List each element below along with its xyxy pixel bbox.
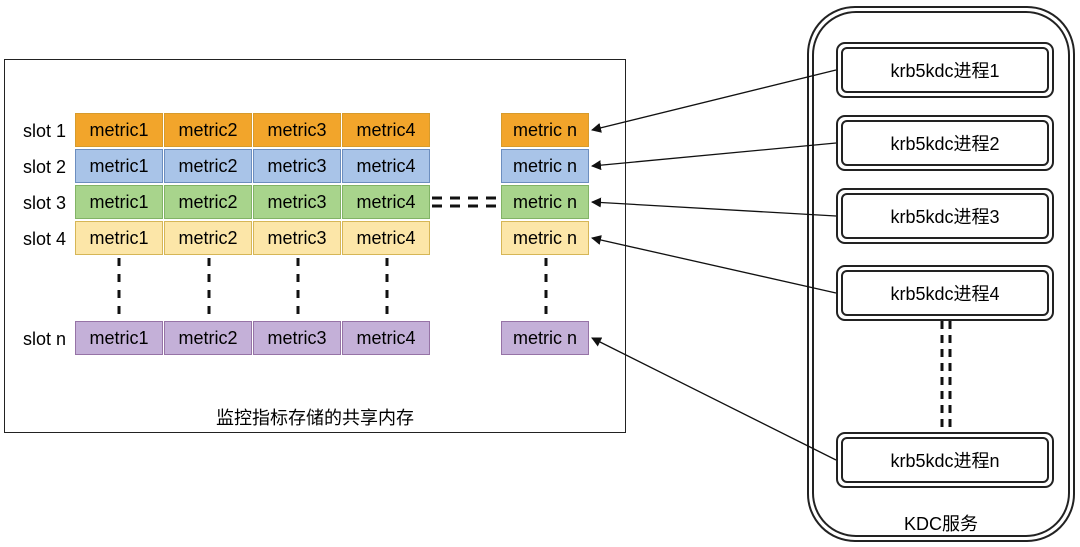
metric-cell: metric2: [164, 221, 252, 255]
process-to-metric-arrow: [591, 235, 837, 294]
kdc-process-box: krb5kdc进程n: [836, 432, 1054, 488]
metric-n-cell: metric n: [501, 185, 589, 219]
metric-cell: metric4: [342, 185, 430, 219]
metric-cell: metric3: [253, 221, 341, 255]
kdc-process-box: krb5kdc进程3: [836, 188, 1054, 244]
metric-cell: metric1: [75, 185, 163, 219]
metric-cell: metric4: [342, 113, 430, 147]
metric-cell: metric3: [253, 113, 341, 147]
metric-cell: metric4: [342, 321, 430, 355]
metric-n-cell: metric n: [501, 113, 589, 147]
metric-cell: metric3: [253, 149, 341, 183]
kdc-process-box: krb5kdc进程4: [836, 265, 1054, 321]
kdc-process-label: krb5kdc进程n: [841, 437, 1049, 483]
kdc-process-label: krb5kdc进程1: [841, 47, 1049, 93]
metric-cell: metric4: [342, 149, 430, 183]
metric-cell: metric2: [164, 113, 252, 147]
process-to-metric-arrow: [591, 197, 837, 217]
slot-label: slot 1: [22, 121, 66, 141]
kdc-process-label: krb5kdc进程2: [841, 120, 1049, 166]
shared-memory-caption: 监控指标存储的共享内存: [216, 408, 414, 428]
kdc-process-box: krb5kdc进程2: [836, 115, 1054, 171]
metric-cell: metric2: [164, 149, 252, 183]
slot-label: slot n: [22, 329, 66, 349]
metric-cell: metric1: [75, 221, 163, 255]
kdc-process-box: krb5kdc进程1: [836, 42, 1054, 98]
metric-cell: metric2: [164, 321, 252, 355]
slot-label: slot 3: [22, 193, 66, 213]
metric-n-cell: metric n: [501, 221, 589, 255]
process-to-metric-arrow: [591, 337, 837, 461]
slot-label: slot 4: [22, 229, 66, 249]
metric-cell: metric1: [75, 321, 163, 355]
metric-cell: metric3: [253, 321, 341, 355]
metric-n-cell: metric n: [501, 149, 589, 183]
kdc-service-label: KDC服务: [903, 514, 978, 534]
metric-cell: metric1: [75, 149, 163, 183]
kdc-service-inner-border: [812, 11, 1070, 537]
metric-cell: metric3: [253, 185, 341, 219]
kdc-service-outer-border: [807, 6, 1075, 542]
slot-label: slot 2: [22, 157, 66, 177]
metric-cell: metric1: [75, 113, 163, 147]
process-to-metric-arrow: [591, 142, 837, 171]
process-to-metric-arrow: [591, 69, 837, 133]
kdc-process-label: krb5kdc进程3: [841, 193, 1049, 239]
kdc-process-label: krb5kdc进程4: [841, 270, 1049, 316]
metric-cell: metric4: [342, 221, 430, 255]
metric-cell: metric2: [164, 185, 252, 219]
metric-n-cell: metric n: [501, 321, 589, 355]
